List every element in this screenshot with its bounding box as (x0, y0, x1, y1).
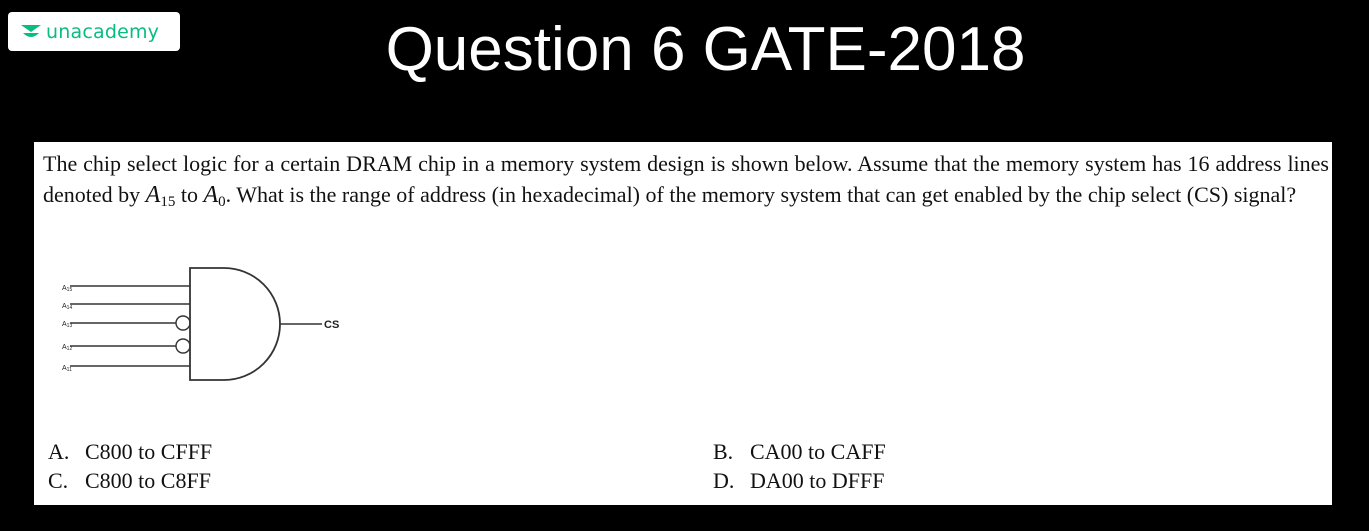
inverter-bubble-a13 (175, 315, 191, 331)
question-line-2-post: . What is the range of address (in hexad… (225, 182, 776, 207)
option-b-letter: B. (713, 439, 734, 464)
question-line-2-pre: system has (1085, 151, 1188, 176)
option-d[interactable]: D. DA00 to DFFF (713, 467, 884, 495)
address-line-count: 16 (1187, 151, 1210, 176)
var-a15: A15 (145, 182, 176, 210)
input-label-a12: A12 (62, 344, 72, 352)
inverter-bubble-a12 (175, 338, 191, 354)
question-line-3: system that can get enabled by the chip … (780, 182, 1297, 207)
question-line-2-mid: address lines denoted by (43, 151, 1329, 207)
input-label-a14: A14 (62, 303, 72, 311)
option-c[interactable]: C. C800 to C8FF (48, 467, 211, 495)
question-panel: The chip select logic for a certain DRAM… (34, 142, 1332, 505)
page-title: Question 6 GATE-2018 (385, 15, 1026, 84)
question-text: The chip select logic for a certain DRAM… (43, 148, 1329, 211)
option-a[interactable]: A. C800 to CFFF (48, 438, 212, 466)
option-c-letter: C. (48, 468, 69, 493)
option-a-letter: A. (48, 439, 70, 464)
chip-select-logic-diagram: A15 A14 A13 A12 A11 CS (62, 267, 339, 381)
option-b[interactable]: B. CA00 to CAFF (713, 438, 886, 466)
input-label-a11: A11 (62, 365, 72, 373)
brand-name: unacademy (46, 20, 160, 43)
option-c-text: C800 to C8FF (85, 468, 211, 493)
option-d-letter: D. (713, 468, 735, 493)
var-a0: A0 (203, 182, 226, 210)
option-a-text: C800 to CFFF (85, 439, 213, 464)
question-line-2-to: to (175, 182, 204, 207)
input-label-a13: A13 (62, 321, 72, 329)
and-gate-body (189, 267, 281, 381)
option-b-text: CA00 to CAFF (750, 439, 886, 464)
input-label-a15: A15 (62, 285, 72, 293)
brand-logo: unacademy (8, 12, 180, 51)
option-d-text: DA00 to DFFF (750, 468, 885, 493)
unacademy-logo-icon (21, 24, 41, 37)
input-labels: A15 A14 A13 A12 A11 (62, 285, 72, 373)
output-label-cs: CS (324, 319, 339, 331)
question-line-1: The chip select logic for a certain DRAM… (43, 151, 1080, 176)
